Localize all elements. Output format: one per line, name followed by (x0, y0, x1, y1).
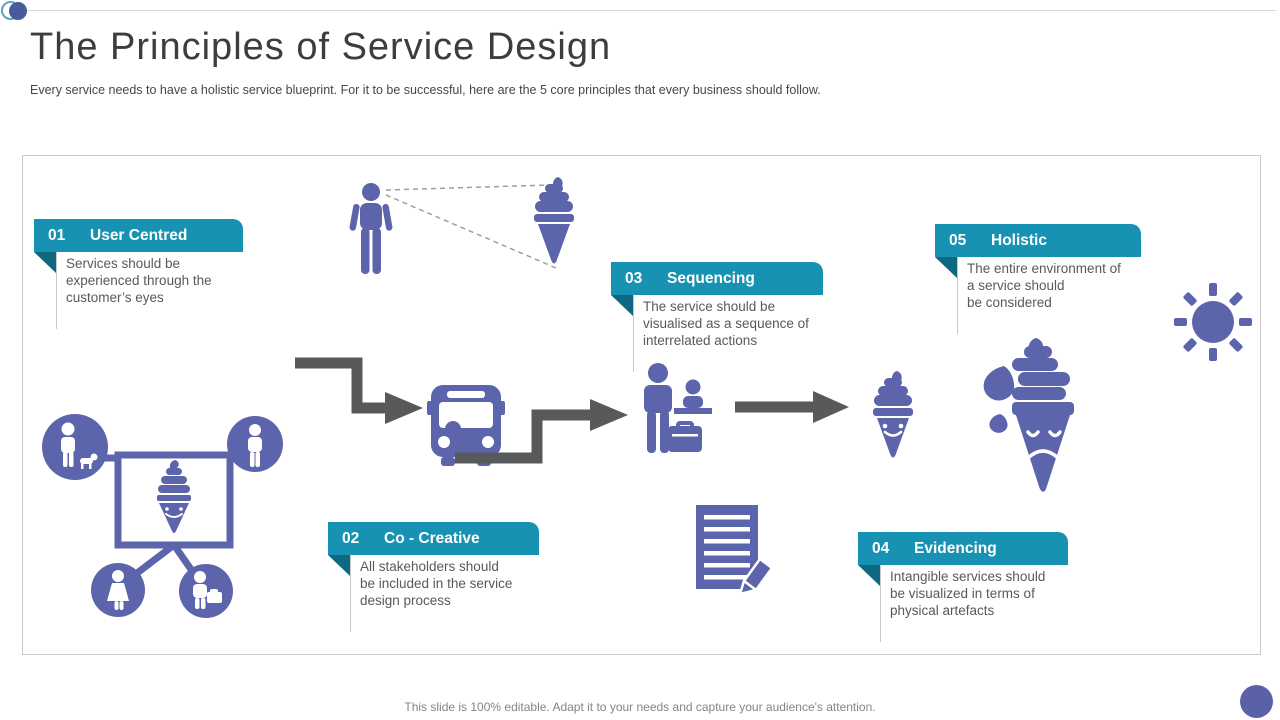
principle-title: Sequencing (667, 270, 755, 287)
principle-description-04: Intangible services should be visualized… (880, 565, 1075, 642)
principle-description-01: Services should be experienced through t… (56, 252, 238, 329)
principle-banner-01: 01 User Centred (34, 219, 243, 273)
principle-title: Holistic (991, 232, 1047, 249)
principle-number: 04 (872, 540, 890, 557)
bottom-right-dot-icon (1240, 685, 1273, 718)
top-left-dot-icon (9, 2, 27, 20)
sight-lines-icon (385, 184, 557, 269)
stakeholder-network-icon (42, 414, 283, 618)
standing-person-icon (349, 183, 393, 274)
principle-number: 01 (48, 227, 66, 244)
flow-arrow-step-1-icon (295, 357, 423, 424)
principle-number: 03 (625, 270, 643, 287)
top-divider-line (14, 10, 1276, 11)
principle-description-02: All stakeholders should be included in t… (350, 555, 542, 632)
page-subtitle: Every service needs to have a holistic s… (30, 83, 821, 97)
page-title: The Principles of Service Design (30, 26, 612, 68)
principle-title: Evidencing (914, 540, 997, 557)
sun-icon (1174, 283, 1252, 361)
principle-banner-04: 04 Evidencing (858, 532, 1068, 586)
check-in-desk-icon (644, 363, 712, 453)
flow-arrow-step-2-icon (455, 399, 628, 464)
principle-number: 05 (949, 232, 967, 249)
soft-serve-cone-icon (534, 177, 574, 264)
flow-arrow-straight-icon (735, 391, 849, 423)
principle-banner-02: 02 Co - Creative (328, 522, 539, 576)
footer-note: This slide is 100% editable. Adapt it to… (404, 700, 876, 714)
happy-ice-cream-icon (873, 371, 913, 458)
principle-banner-05: 05 Holistic (935, 224, 1141, 278)
bus-icon (427, 385, 505, 466)
content-frame (22, 155, 1261, 655)
document-pencil-icon (696, 505, 774, 596)
principle-description-03: The service should be visualised as a se… (633, 295, 839, 372)
principle-description-05: The entire environment of a service shou… (957, 257, 1149, 334)
principle-title: User Centred (90, 227, 188, 244)
principle-number: 02 (342, 530, 360, 547)
melting-sad-ice-cream-icon (983, 338, 1074, 492)
principle-title: Co - Creative (384, 530, 480, 547)
principle-banner-03: 03 Sequencing (611, 262, 823, 316)
